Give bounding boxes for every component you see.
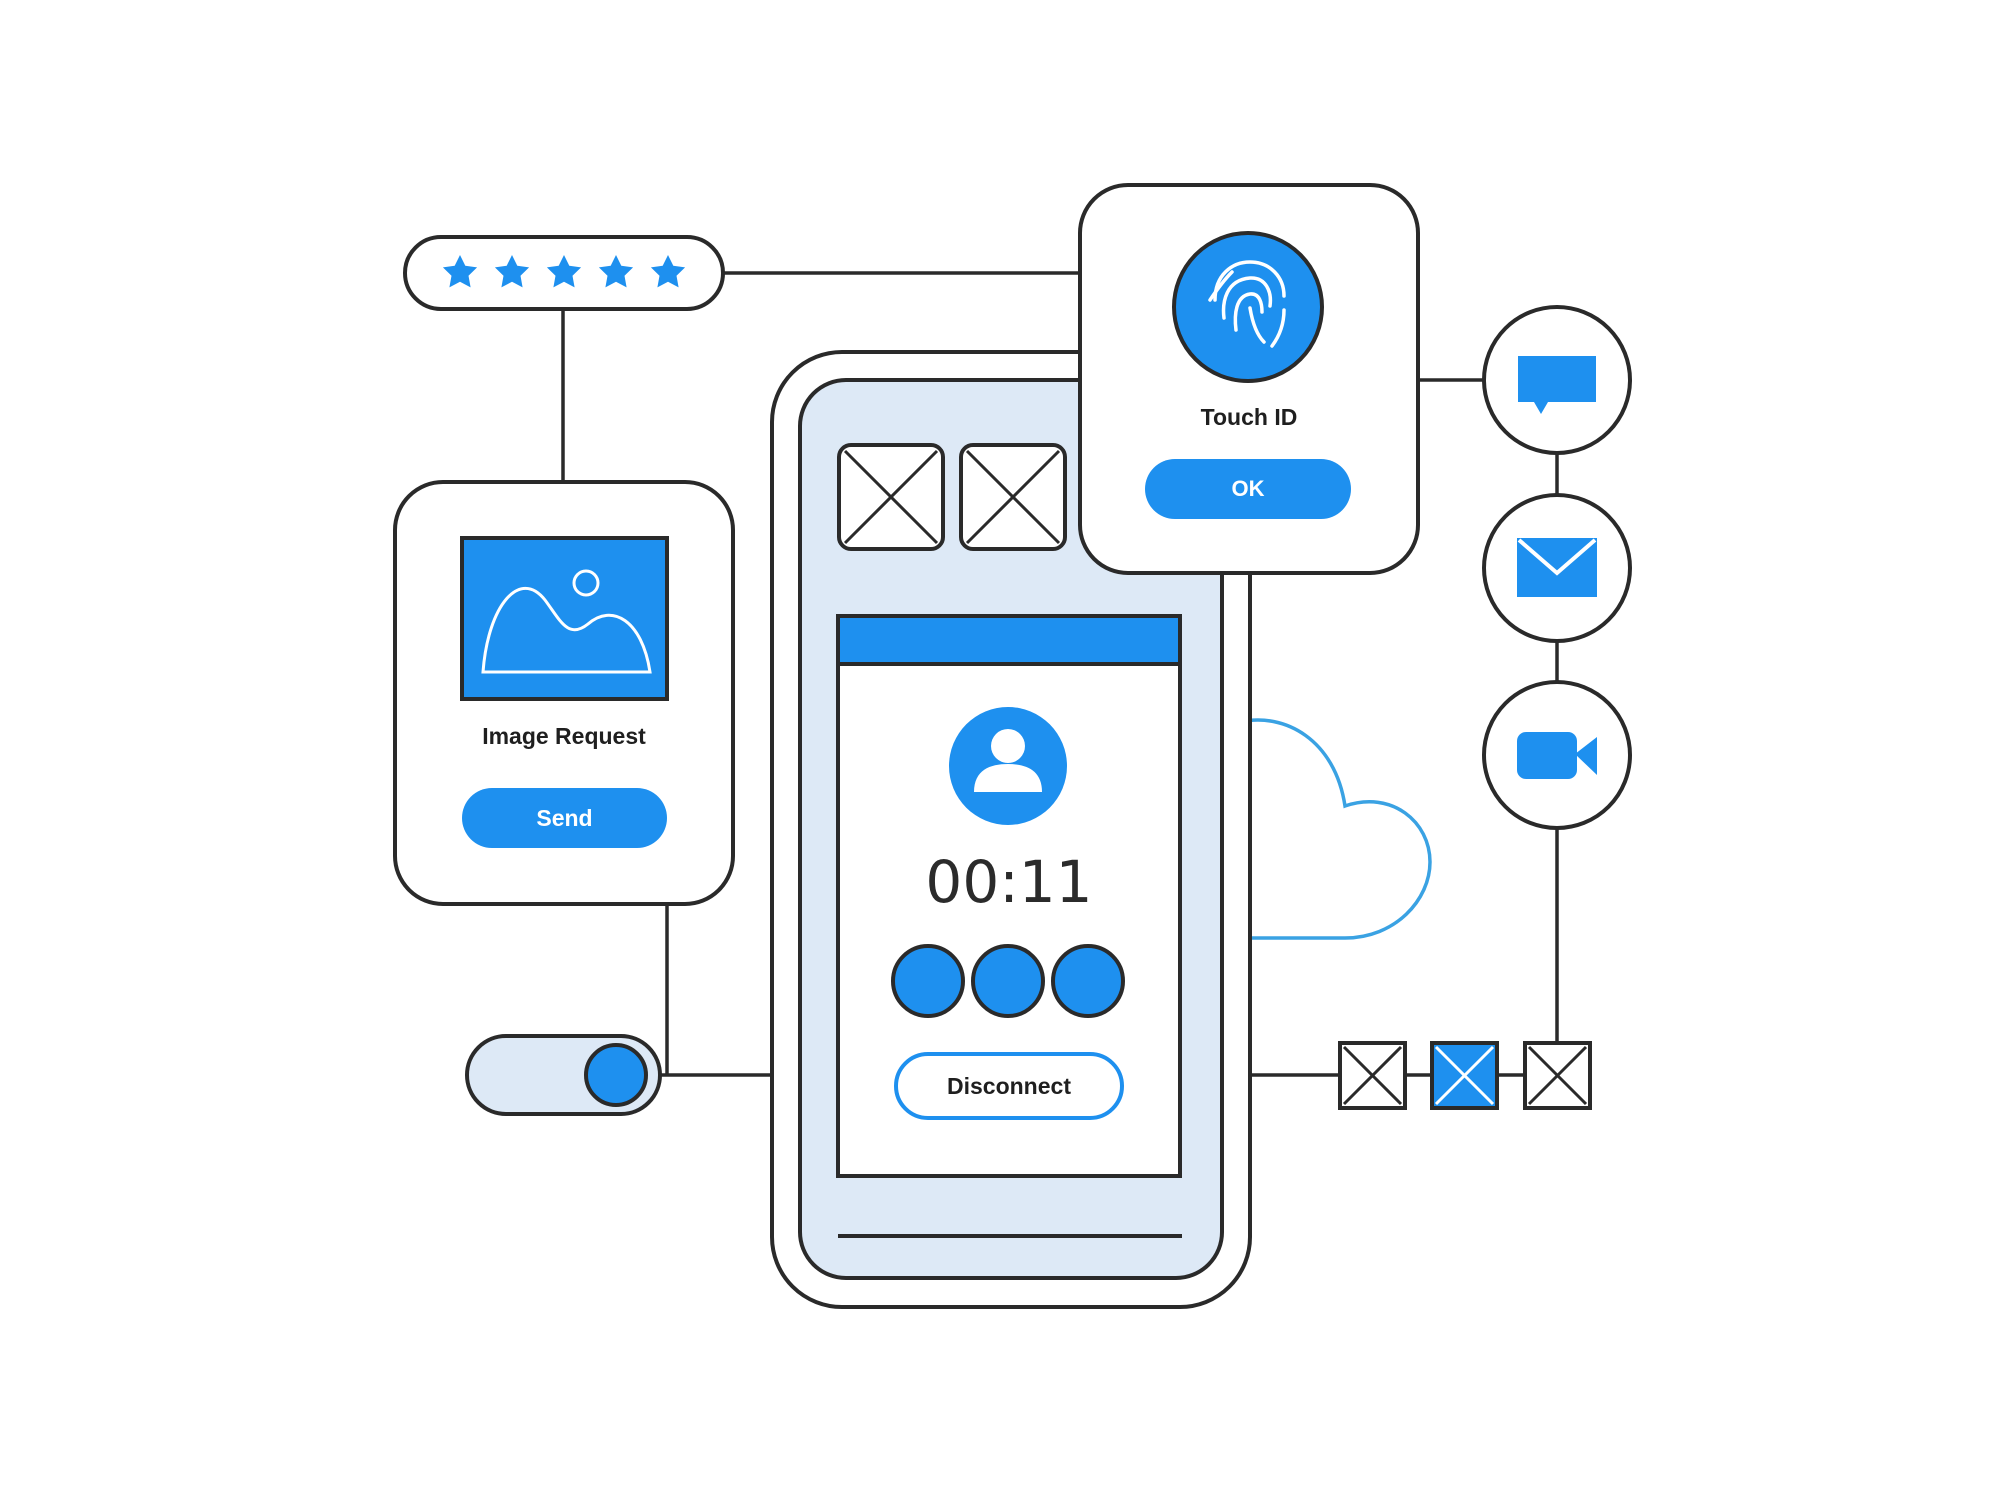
image-placeholder-icon [837,443,945,551]
call-control-dot [891,944,965,1018]
star-icon [494,255,530,288]
image-placeholder-icon [959,443,1067,551]
star-icon [598,255,634,288]
disconnect-button[interactable]: Disconnect [894,1052,1124,1120]
star-icon [546,255,582,288]
star-icon [442,255,478,288]
toggle-switch [465,1034,662,1116]
image-placeholder-icon [1430,1041,1499,1110]
star-icon [650,255,686,288]
mail-envelope-icon [1482,493,1632,643]
landscape-image-icon [460,536,669,701]
video-camera-icon [1482,680,1632,830]
cloud-icon [1239,718,1432,940]
touch-id-title: Touch ID [1200,404,1298,430]
call-timer: 00:11 [925,848,1093,916]
image-placeholder-icon [1338,1041,1407,1110]
call-control-dot [1051,944,1125,1018]
call-panel-header [836,614,1182,666]
star-rating [442,255,686,288]
send-button[interactable]: Send [462,788,667,848]
image-placeholder-icon [1523,1041,1592,1110]
user-avatar-icon [949,707,1067,825]
image-request-title: Image Request [482,723,646,749]
chat-bubble-icon [1482,305,1632,455]
fingerprint-icon [1172,231,1324,383]
call-control-dot [971,944,1045,1018]
ok-button[interactable]: OK [1145,459,1351,519]
